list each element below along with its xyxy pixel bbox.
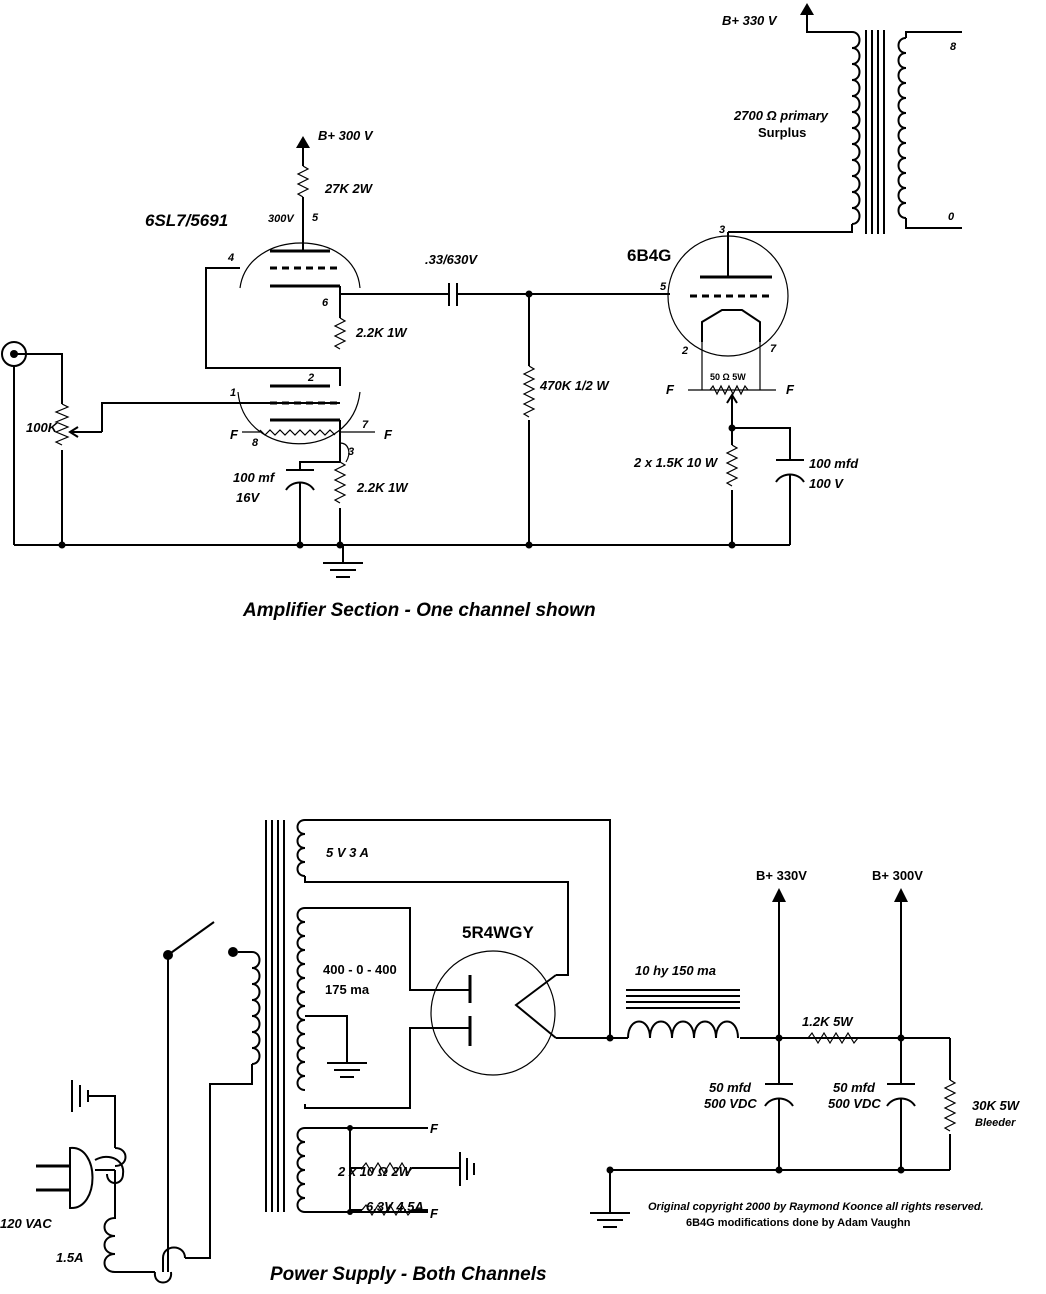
bplus300-label: B+ 300V — [872, 868, 923, 883]
rectifier-label: 5R4WGY — [462, 923, 534, 942]
driver-cathode: 2.2K 1W 100 mf 16V — [233, 420, 409, 545]
load-resistor-label: 2.2K 1W — [355, 325, 408, 340]
grid-resistor-label: 470K 1/2 W — [539, 378, 610, 393]
output-cap-label: 100 mfd — [809, 456, 859, 471]
bplus-300-label: B+ 300 V — [318, 128, 374, 143]
plate-resistor-label: 27K 2W — [324, 181, 374, 196]
heater-f-right: F — [384, 427, 393, 442]
ground-bus — [14, 541, 790, 578]
pin6-label: 6 — [322, 297, 329, 309]
driver-tube: 6SL7/5691 5 300V 4 6 1 2 7 8 — [145, 211, 393, 458]
out-pin5-label: 5 — [660, 281, 667, 293]
winding-5v-label: 5 V 3 A — [326, 845, 369, 860]
filter-section: 10 hy 150 ma B+ 330V 1.2K 5W B+ 300V 50 … — [590, 868, 1021, 1228]
output-transformer: B+ 330 V 8 0 2700 Ω primary Surplus — [722, 3, 962, 234]
out-f-right: F — [786, 382, 795, 397]
load-resistor: 2.2K 1W — [333, 286, 408, 350]
input-jack — [1, 341, 63, 545]
output-cathode: 2 x 1.5K 10 W 100 mfd 100 V — [633, 424, 859, 545]
volume-pot: 100K — [26, 402, 340, 545]
interstage-wire — [205, 267, 341, 386]
plate-supply: B+ 300 V 27K 2W — [296, 128, 374, 251]
hv-current-label: 175 ma — [325, 982, 370, 997]
coupling-cap: .33/630V — [340, 252, 670, 306]
modifications-text: 6B4G modifications done by Adam Vaughn — [686, 1217, 911, 1229]
pin3-label: 3 — [348, 446, 354, 458]
out-pin3-label: 3 — [719, 224, 725, 236]
hv-winding-wiring: 400 - 0 - 400 175 ma — [304, 907, 470, 1109]
power-supply-section: 5 V 3 A 400 - 0 - 400 175 ma 5R4WGY — [0, 819, 1021, 1285]
driver-tube-label: 6SL7/5691 — [145, 211, 228, 230]
heater-resistor-label: 2 x 10 Ω 2W — [337, 1164, 413, 1179]
bplus330-label: B+ 330V — [756, 868, 807, 883]
heater-voltage-label: 6.3V 4.5A — [366, 1199, 424, 1214]
output-tube-label: 6B4G — [627, 246, 671, 265]
pin8-label: 8 — [252, 437, 259, 449]
heater-f-left: F — [230, 427, 239, 442]
output-tube: 6B4G 3 5 2 7 F F 50 Ω 5W — [627, 224, 795, 426]
pin7-label: 7 — [362, 419, 369, 431]
hv-winding-label: 400 - 0 - 400 — [323, 962, 397, 977]
series-resistor-label: 1.2K 5W — [802, 1014, 854, 1029]
heater-f-top: F — [430, 1121, 439, 1136]
output-cathode-resistor-label: 2 x 1.5K 10 W — [633, 455, 719, 470]
tap0-label: 0 — [948, 211, 955, 223]
cathode-resistor-label: 2.2K 1W — [356, 480, 409, 495]
coupling-cap-label: .33/630V — [425, 252, 478, 267]
output-cap-voltage: 100 V — [809, 476, 844, 491]
rectifier-tube: 5R4WGY — [430, 923, 610, 1076]
out-pin2-label: 2 — [681, 345, 688, 357]
pin4-label: 4 — [227, 252, 234, 264]
heater-winding: F F 2 x 10 Ω 2W 6.3V 4.5A — [305, 1121, 475, 1221]
pin5-label: 5 — [312, 212, 319, 224]
choke-label: 10 hy 150 ma — [635, 963, 716, 978]
pin2-label: 2 — [307, 372, 314, 384]
hum-pot-label: 50 Ω 5W — [710, 372, 746, 382]
heater-f-bottom: F — [430, 1206, 439, 1221]
cap1-voltage: 500 VDC — [704, 1096, 757, 1111]
bleeder-label: Bleeder — [975, 1117, 1016, 1129]
mains-input: 120 VAC 1.5A — [0, 921, 253, 1284]
primary-label: 2700 Ω primary — [733, 108, 829, 123]
bplus-330-label: B+ 330 V — [722, 13, 778, 28]
pot-label: 100K — [26, 420, 59, 435]
pin1-label: 1 — [230, 387, 236, 399]
out-f-left: F — [666, 382, 675, 397]
cap2-voltage: 500 VDC — [828, 1096, 881, 1111]
rectifier-filament-wiring: 5 V 3 A — [304, 819, 611, 1038]
grid-resistor: 470K 1/2 W — [522, 294, 610, 545]
mains-label: 120 VAC — [0, 1216, 52, 1231]
bleeder-resistor-label: 30K 5W — [972, 1098, 1021, 1113]
amp-section-title: Amplifier Section - One channel shown — [242, 600, 596, 621]
cap2-label: 50 mfd — [833, 1080, 876, 1095]
out-pin7-label: 7 — [770, 343, 777, 355]
copyright-text: Original copyright 2000 by Raymond Koonc… — [648, 1201, 984, 1213]
bypass-cap-voltage: 16V — [236, 490, 260, 505]
cap1-label: 50 mfd — [709, 1080, 752, 1095]
tap8-label: 8 — [950, 41, 957, 53]
surplus-label: Surplus — [758, 125, 806, 140]
power-transformer — [251, 819, 306, 1213]
amplifier-section: 100K 6SL7/5691 5 300V 4 6 1 — [1, 3, 962, 621]
ps-section-title: Power Supply - Both Channels — [270, 1264, 547, 1285]
plate-voltage-label: 300V — [268, 213, 295, 225]
bypass-cap-label: 100 mf — [233, 470, 276, 485]
fuse-label: 1.5A — [56, 1250, 83, 1265]
